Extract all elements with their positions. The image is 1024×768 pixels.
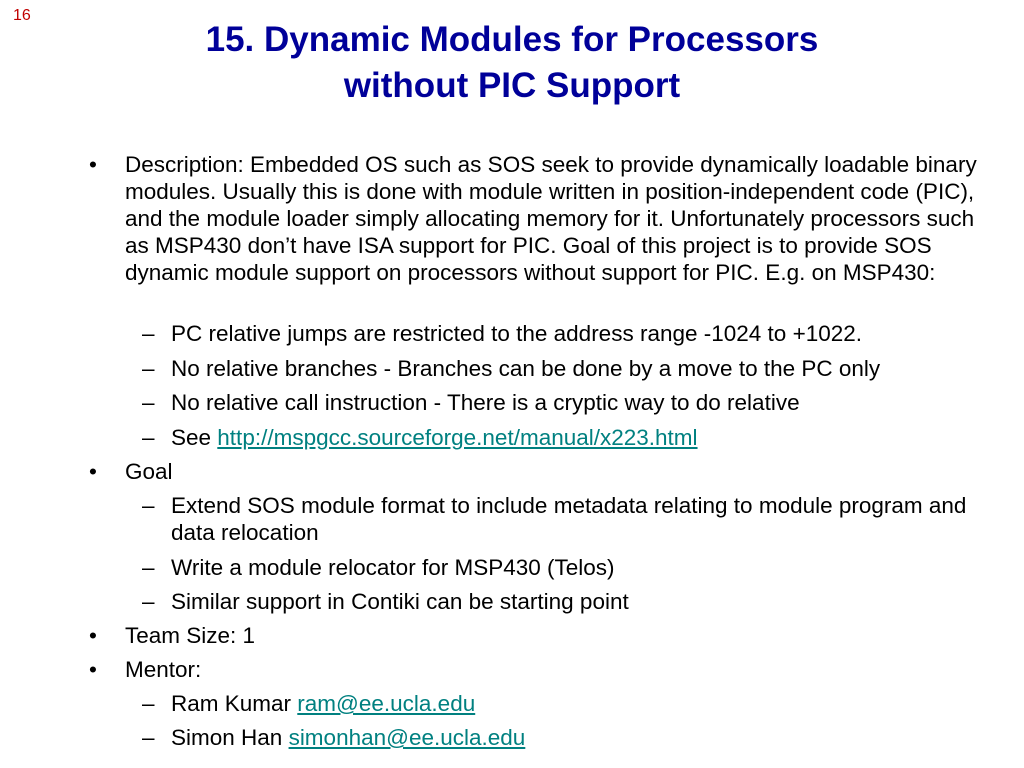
sub-item-text: No relative branches - Branches can be d… (171, 356, 881, 381)
bullet-goal: • Goal (89, 458, 985, 485)
team-size-text: Team Size: 1 (125, 623, 256, 648)
sub-item-text: PC relative jumps are restricted to the … (171, 321, 863, 346)
bullet-mentor: • Mentor: (89, 656, 985, 683)
mentor-ram-kumar: – Ram Kumar ram@ee.ucla.edu (142, 690, 1001, 717)
dash-marker: – (142, 589, 155, 614)
sub-item-contiki: – Similar support in Contiki can be star… (142, 588, 1001, 615)
mspgcc-manual-link[interactable]: http://mspgcc.sourceforge.net/manual/x22… (217, 425, 698, 450)
bullet-team-size: • Team Size: 1 (89, 622, 985, 649)
goal-label: Goal (125, 459, 173, 484)
slide-title: 15. Dynamic Modules for Processors witho… (0, 17, 1024, 109)
sub-item-extend-format: – Extend SOS module format to include me… (142, 492, 1001, 546)
dash-marker: – (142, 356, 155, 381)
mentor-name: Ram Kumar (171, 691, 298, 716)
dash-marker: – (142, 725, 155, 750)
dash-marker: – (142, 321, 155, 346)
sub-item-relative-call: – No relative call instruction - There i… (142, 389, 1001, 416)
dash-marker: – (142, 555, 155, 580)
sub-item-text: Extend SOS module format to include meta… (171, 493, 967, 545)
dash-marker: – (142, 390, 155, 415)
bullet-marker: • (89, 623, 97, 648)
mentor-label: Mentor: (125, 657, 202, 682)
mentor-name: Simon Han (171, 725, 289, 750)
sub-item-see-link: – See http://mspgcc.sourceforge.net/manu… (142, 424, 1001, 451)
description-text: Description: Embedded OS such as SOS see… (125, 152, 977, 285)
bullet-marker: • (89, 657, 97, 682)
slide-number: 16 (13, 7, 31, 24)
bullet-marker: • (89, 152, 97, 177)
bullet-description: • Description: Embedded OS such as SOS s… (89, 151, 985, 286)
dash-marker: – (142, 493, 155, 518)
slide-title-line-1: 15. Dynamic Modules for Processors (205, 20, 819, 59)
bullet-marker: • (89, 459, 97, 484)
sub-item-relocator: – Write a module relocator for MSP430 (T… (142, 554, 1001, 581)
dash-marker: – (142, 425, 155, 450)
sub-item-text: No relative call instruction - There is … (171, 390, 800, 415)
dash-marker: – (142, 691, 155, 716)
sub-item-relative-branches: – No relative branches - Branches can be… (142, 355, 1001, 382)
sub-item-pc-relative: – PC relative jumps are restricted to th… (142, 320, 1001, 347)
mentor-email-link[interactable]: ram@ee.ucla.edu (297, 691, 476, 716)
see-prefix: See (171, 425, 218, 450)
mentor-simon-han: – Simon Han simonhan@ee.ucla.edu (142, 724, 1001, 751)
mentor-email-link[interactable]: simonhan@ee.ucla.edu (288, 725, 526, 750)
slide-title-line-2: without PIC Support (343, 66, 681, 105)
sub-item-text: Write a module relocator for MSP430 (Tel… (171, 555, 615, 580)
sub-item-text: Similar support in Contiki can be starti… (171, 589, 629, 614)
